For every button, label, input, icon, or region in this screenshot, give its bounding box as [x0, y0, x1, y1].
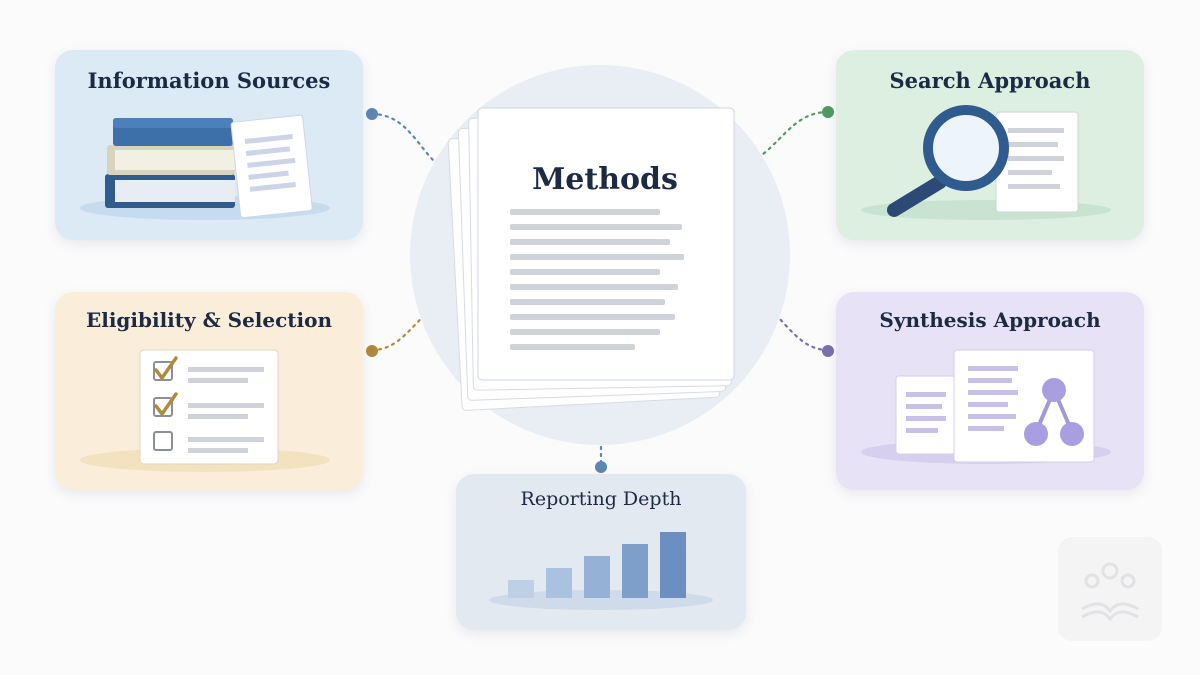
logo-watermark-icon [1058, 537, 1162, 641]
node-synthesis-approach: Synthesis Approach [836, 292, 1144, 490]
node-label: Synthesis Approach [879, 308, 1101, 332]
connector-dot-synthesis [822, 345, 834, 357]
bar-chart-icon [489, 532, 713, 610]
document-stack-icon [447, 107, 735, 411]
node-label: Reporting Depth [520, 488, 682, 510]
hub-title: Methods [532, 162, 678, 197]
checklist-icon [80, 349, 330, 472]
connector-dot-search [822, 106, 834, 118]
node-label: Eligibility & Selection [85, 308, 333, 332]
node-eligibility-selection: Eligibility & Selection [55, 292, 363, 490]
books-icon [80, 114, 330, 220]
node-information-sources: Information Sources [55, 50, 363, 240]
node-reporting-depth: Reporting Depth [456, 474, 746, 630]
node-label: Search Approach [889, 68, 1091, 93]
connector-search [743, 110, 830, 167]
node-label: Information Sources [87, 68, 331, 93]
connector-dot-reporting [595, 461, 607, 473]
network-document-icon [861, 349, 1111, 464]
connector-dot-sources [366, 108, 378, 120]
connector-dot-eligibility [366, 345, 378, 357]
node-search-approach: Search Approach [836, 50, 1144, 240]
magnifier-icon [861, 105, 1111, 220]
